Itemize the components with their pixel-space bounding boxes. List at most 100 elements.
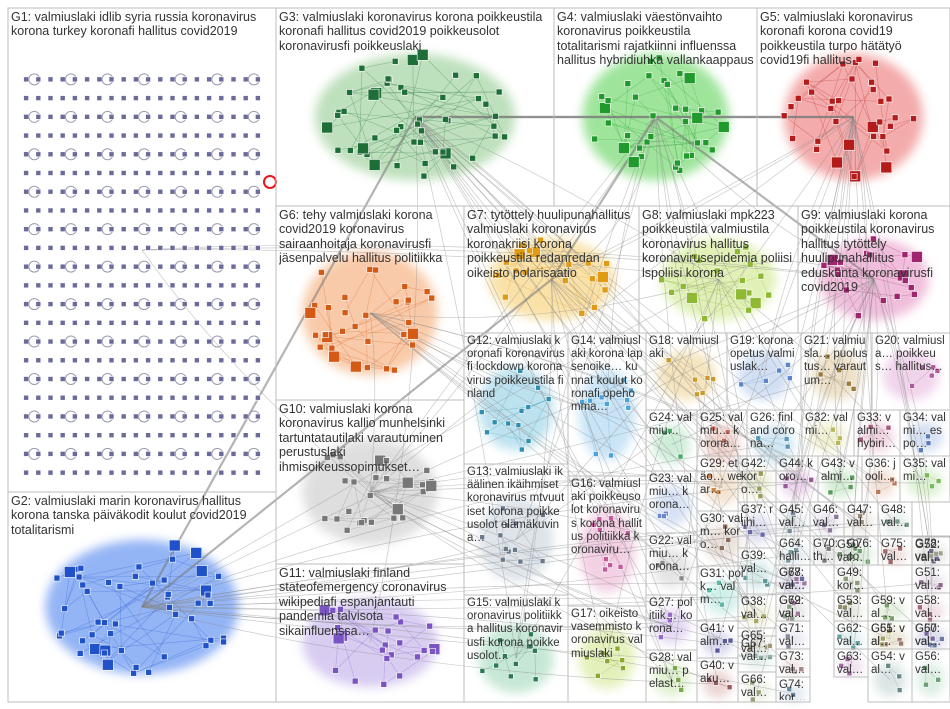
node: [109, 414, 114, 419]
node: [133, 245, 138, 250]
node: [566, 261, 572, 267]
node: [219, 114, 224, 119]
node: [620, 658, 625, 663]
node: [219, 245, 224, 250]
node: [400, 515, 406, 521]
node: [346, 508, 352, 514]
node: [878, 98, 884, 104]
node: [48, 302, 53, 307]
node: [902, 252, 908, 258]
node: [427, 623, 433, 629]
node: [60, 114, 65, 119]
node: [621, 666, 626, 671]
node: [393, 299, 399, 305]
node: [602, 287, 608, 293]
node: [121, 339, 126, 344]
node: [146, 395, 151, 400]
node: [194, 358, 199, 363]
node: [705, 375, 710, 380]
node: [750, 680, 755, 685]
node: [405, 297, 411, 303]
node: [112, 621, 118, 627]
node: [505, 523, 510, 528]
node: [337, 454, 343, 460]
node: [791, 692, 796, 697]
node: [146, 470, 151, 475]
node: [603, 567, 608, 572]
node: [786, 558, 791, 563]
node: [526, 248, 532, 254]
node: [758, 273, 764, 279]
node: [146, 208, 151, 213]
node: [231, 433, 236, 438]
node: [855, 580, 860, 585]
node: [692, 112, 703, 123]
node: [48, 152, 53, 157]
node: [97, 470, 102, 475]
node: [146, 152, 151, 157]
node: [480, 535, 485, 540]
node: [109, 302, 114, 307]
node: [840, 61, 846, 67]
node: [716, 490, 721, 495]
node: [492, 420, 497, 425]
node: [243, 414, 248, 419]
node: [24, 470, 29, 475]
node: [97, 208, 102, 213]
node: [836, 98, 842, 104]
node: [644, 139, 650, 145]
node: [24, 451, 29, 456]
node: [243, 395, 248, 400]
node: [121, 114, 126, 119]
node: [60, 451, 65, 456]
node: [60, 96, 65, 101]
node: [231, 208, 236, 213]
node: [918, 448, 923, 453]
node: [101, 620, 107, 626]
node: [243, 208, 248, 213]
node: [417, 139, 423, 145]
node: [827, 254, 838, 265]
node: [158, 245, 163, 250]
node: [170, 414, 175, 419]
node: [182, 114, 187, 119]
node: [158, 114, 163, 119]
node: [664, 81, 670, 87]
node: [392, 58, 398, 64]
node: [365, 338, 371, 344]
node: [133, 283, 138, 288]
node: [930, 636, 935, 641]
node: [194, 189, 199, 194]
node: [318, 269, 324, 275]
node: [895, 519, 900, 524]
node: [341, 108, 347, 114]
node: [24, 377, 29, 382]
node: [919, 580, 924, 585]
node: [60, 302, 65, 307]
node: [880, 298, 886, 304]
node: [109, 208, 114, 213]
node: [24, 77, 29, 82]
node: [711, 488, 716, 493]
node: [158, 302, 163, 307]
node: [255, 377, 260, 382]
node: [666, 358, 671, 363]
node: [109, 470, 114, 475]
node: [207, 451, 212, 456]
node: [498, 638, 503, 643]
node: [133, 227, 138, 232]
node: [518, 368, 523, 373]
node: [146, 433, 151, 438]
node: [207, 264, 212, 269]
node: [648, 134, 654, 140]
node: [600, 651, 605, 656]
node: [36, 470, 41, 475]
node: [540, 559, 545, 564]
node: [417, 49, 428, 60]
node: [255, 96, 260, 101]
node: [60, 133, 65, 138]
node: [85, 377, 90, 382]
node: [442, 116, 448, 122]
node: [419, 482, 425, 488]
